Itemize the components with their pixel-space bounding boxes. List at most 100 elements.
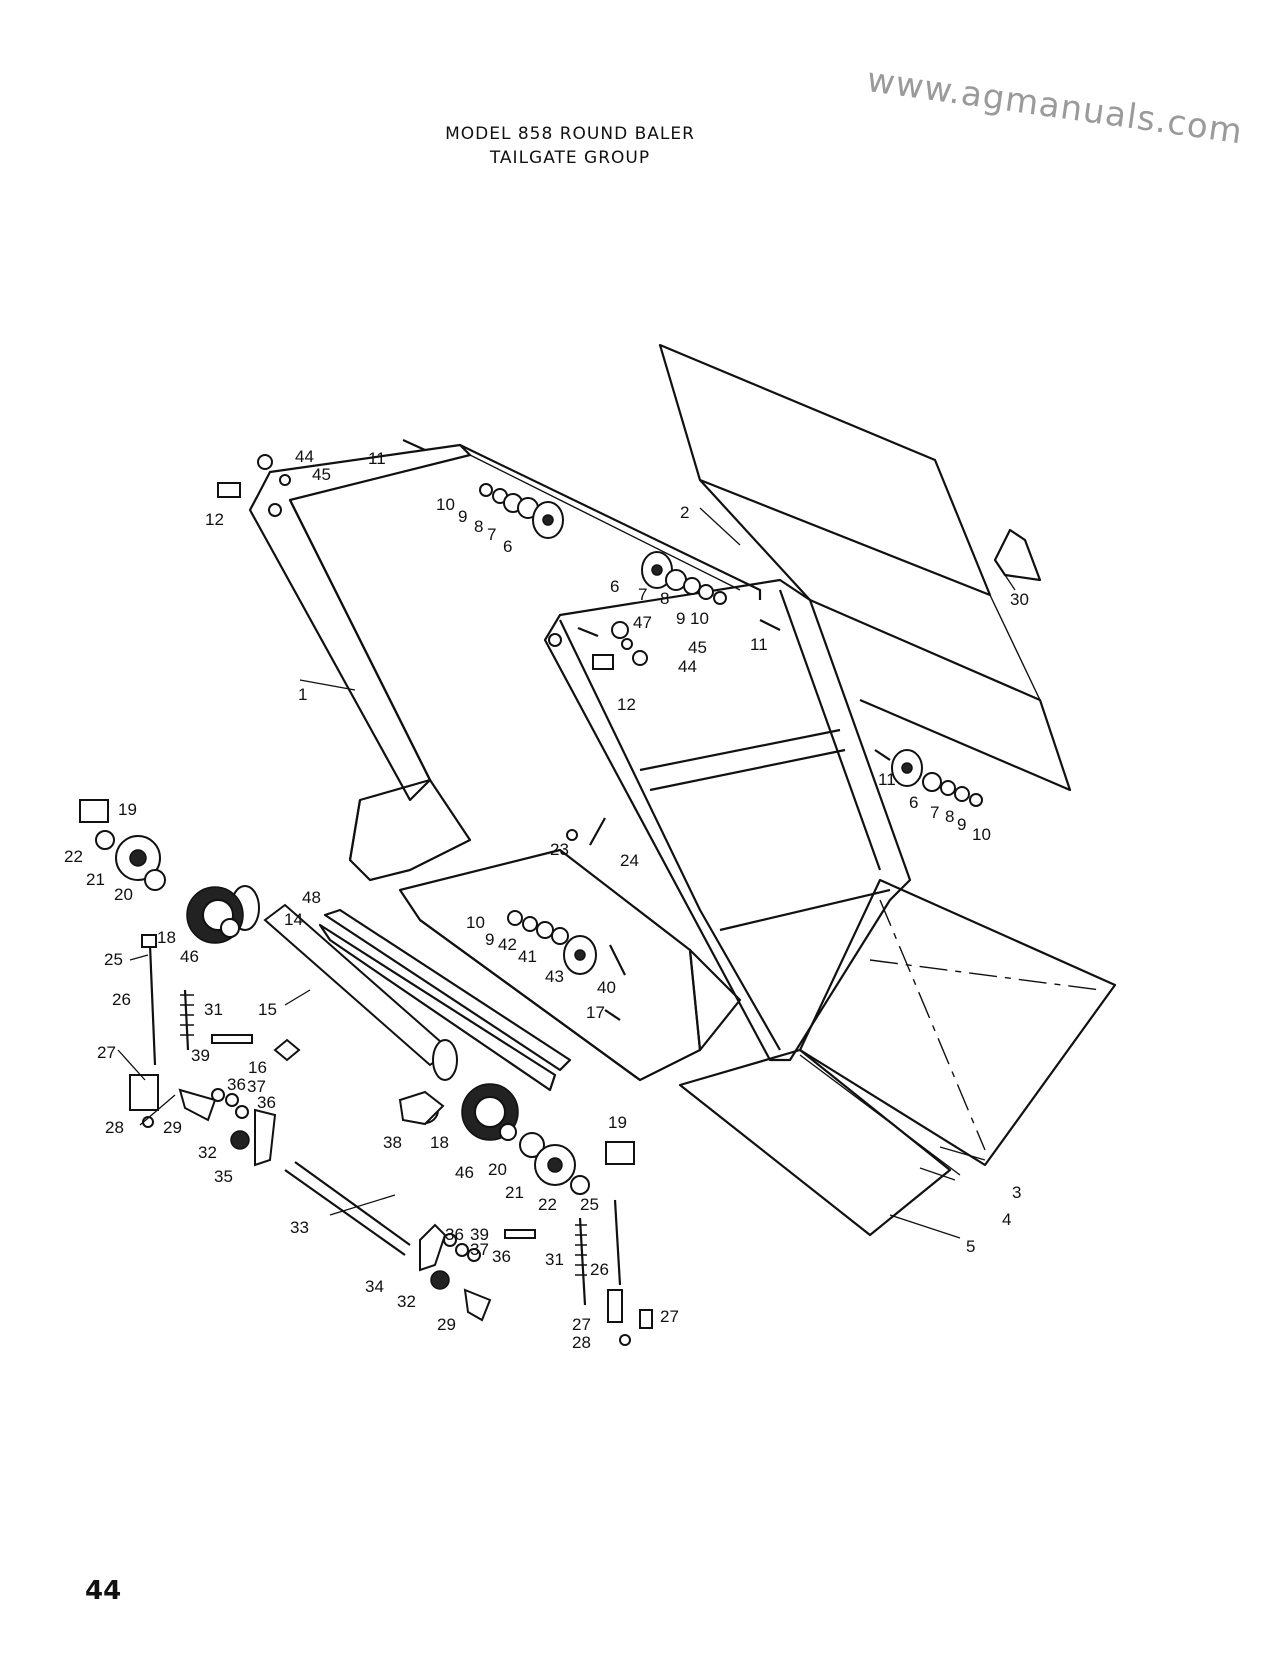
callout-38: 38	[383, 1133, 402, 1152]
small-hardware	[217, 438, 891, 1021]
callout-24: 24	[620, 851, 639, 870]
tailgate-bottom-pan	[398, 848, 742, 1082]
callout-22: 22	[538, 1195, 557, 1214]
callout-5: 5	[966, 1237, 975, 1256]
callout-44: 44	[678, 657, 697, 676]
callout-35: 35	[214, 1167, 233, 1186]
callout-39: 39	[470, 1225, 489, 1244]
callout-10: 10	[690, 609, 709, 628]
callout-3: 3	[1012, 1183, 1021, 1202]
callout-12: 12	[617, 695, 636, 714]
tailgate-side-frame	[248, 443, 762, 802]
callout-44: 44	[295, 447, 314, 466]
callout-10: 10	[972, 825, 991, 844]
callout-6: 6	[503, 537, 512, 556]
bearing-stack-middle	[641, 551, 727, 605]
deflector-plate	[993, 528, 1042, 582]
diagram-title: MODEL 858 ROUND BALER TAILGATE GROUP	[380, 122, 760, 170]
callout-36: 36	[257, 1093, 276, 1112]
callout-19: 19	[118, 800, 137, 819]
callout-23: 23	[550, 840, 569, 859]
bearing-stack-lower	[507, 910, 597, 975]
callout-34: 34	[365, 1277, 384, 1296]
page-number: 44	[85, 1576, 122, 1606]
tailgate-rear-frame	[543, 578, 912, 1062]
callout-9: 9	[485, 930, 494, 949]
callout-2: 2	[680, 503, 689, 522]
callout-7: 7	[487, 525, 496, 544]
callout-31: 31	[545, 1250, 564, 1269]
callout-47: 47	[633, 613, 652, 632]
callout-4: 4	[1002, 1210, 1011, 1229]
callout-28: 28	[572, 1333, 591, 1352]
callout-7: 7	[638, 585, 647, 604]
callout-26: 26	[112, 990, 131, 1009]
callout-9: 9	[458, 507, 467, 526]
callout-17: 17	[586, 1003, 605, 1022]
callout-30: 30	[1010, 590, 1029, 609]
callout-10: 10	[436, 495, 455, 514]
callout-8: 8	[474, 517, 483, 536]
linkage-left	[129, 934, 445, 1167]
tailgate-shaft	[230, 885, 458, 1081]
callout-19: 19	[608, 1113, 627, 1132]
callout-22: 22	[64, 847, 83, 866]
callout-10: 10	[466, 913, 485, 932]
callout-9: 9	[957, 815, 966, 834]
callout-45: 45	[688, 638, 707, 657]
callout-15: 15	[258, 1000, 277, 1019]
callout-32: 32	[198, 1143, 217, 1162]
callout-8: 8	[660, 589, 669, 608]
callout-29: 29	[163, 1118, 182, 1137]
callout-36: 36	[445, 1225, 464, 1244]
callout-45: 45	[312, 465, 331, 484]
callout-20: 20	[114, 885, 133, 904]
callout-27: 27	[572, 1315, 591, 1334]
callout-25: 25	[580, 1195, 599, 1214]
callout-42: 42	[498, 935, 517, 954]
callout-14: 14	[284, 910, 303, 929]
callout-12: 12	[205, 510, 224, 529]
upper-cover-panel	[658, 343, 1072, 792]
callout-36: 36	[227, 1075, 246, 1094]
callout-36: 36	[492, 1247, 511, 1266]
callout-21: 21	[86, 870, 105, 889]
callout-46: 46	[455, 1163, 474, 1182]
callout-32: 32	[397, 1292, 416, 1311]
tailgate-lower-panels	[678, 878, 1117, 1237]
bearing-stack-right	[891, 749, 983, 807]
callout-29: 29	[437, 1315, 456, 1334]
callout-46: 46	[180, 947, 199, 966]
callout-28: 28	[105, 1118, 124, 1137]
callout-16: 16	[248, 1058, 267, 1077]
callout-18: 18	[157, 928, 176, 947]
title-line-group: TAILGATE GROUP	[489, 148, 651, 168]
callout-37: 37	[470, 1240, 489, 1259]
angle-strips	[318, 908, 572, 1092]
callout-41: 41	[518, 947, 537, 966]
callout-labels: 44 45 11 12 10 9 8 7 6 2 6 7 8 9 10 47 4…	[64, 447, 1029, 1352]
callout-25: 25	[104, 950, 123, 969]
callout-1: 1	[298, 685, 307, 704]
leader-lines	[117, 507, 1016, 1239]
callout-27: 27	[97, 1043, 116, 1062]
callout-6: 6	[610, 577, 619, 596]
callout-31: 31	[204, 1000, 223, 1019]
callout-33: 33	[290, 1218, 309, 1237]
linkage-right	[419, 1199, 653, 1346]
callout-6: 6	[909, 793, 918, 812]
callout-18: 18	[430, 1133, 449, 1152]
callout-11: 11	[368, 449, 386, 468]
title-line-model: MODEL 858 ROUND BALER	[445, 124, 695, 144]
tailgate-sheet-left	[348, 778, 472, 882]
callout-11: 11	[750, 635, 768, 654]
callout-37: 37	[247, 1077, 266, 1096]
callout-26: 26	[590, 1260, 609, 1279]
callout-39: 39	[191, 1046, 210, 1065]
cross-shaft	[284, 1161, 411, 1256]
callout-7: 7	[930, 803, 939, 822]
sprocket-left	[79, 799, 244, 944]
callout-8: 8	[945, 807, 954, 826]
callout-21: 21	[505, 1183, 524, 1202]
